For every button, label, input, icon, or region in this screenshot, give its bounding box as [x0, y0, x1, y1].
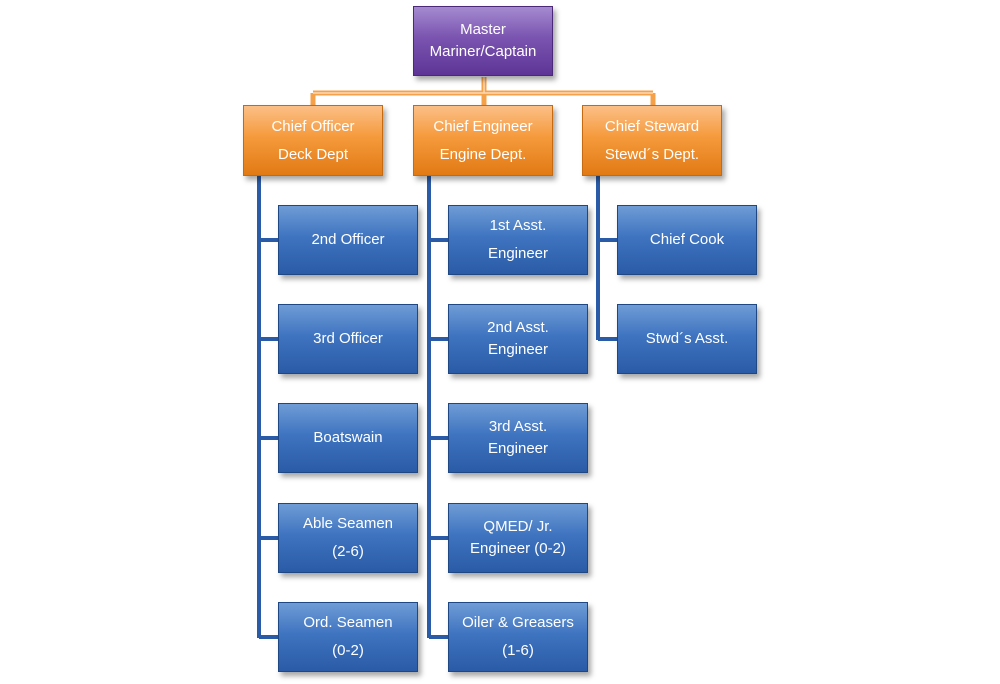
node-label-line1: Chief Steward [604, 117, 700, 135]
node-label-line2: Engineer [487, 341, 549, 358]
node-label-line1: Ord. Seamen [303, 614, 393, 631]
node-master-mariner: Master Mariner/Captain [413, 6, 553, 76]
node-label-line1: 3rd Asst. [488, 418, 548, 435]
node-label-line1: Chief Officer [271, 117, 355, 135]
node-2nd-officer: 2nd Officer [278, 205, 418, 275]
node-ord-seamen: Ord. Seamen (0-2) [278, 602, 418, 672]
node-label-line2: Engineer [487, 440, 549, 457]
node-label-line2: Stewd´s Dept. [604, 145, 700, 163]
node-able-seamen: Able Seamen (2-6) [278, 503, 418, 573]
node-label-line1: 2nd Officer [311, 231, 385, 248]
node-label-line2: (0-2) [332, 642, 364, 659]
node-3rd-officer: 3rd Officer [278, 304, 418, 374]
node-chief-cook: Chief Cook [617, 205, 757, 275]
node-chief-steward: Chief Steward Stewd´s Dept. [582, 105, 722, 176]
node-3rd-asst-engineer: 3rd Asst. Engineer [448, 403, 588, 473]
node-label-line1: Boatswain [313, 429, 383, 446]
node-label-line1: 3rd Officer [313, 330, 383, 347]
node-label-line1: 2nd Asst. [487, 319, 549, 336]
top-connectors [310, 77, 656, 105]
node-label-line2: Engineer [487, 245, 549, 262]
node-1st-asst-engineer: 1st Asst. Engineer [448, 205, 588, 275]
node-label-line1: QMED/ Jr. [483, 518, 553, 535]
node-label-line2: Engineer (0-2) [470, 540, 566, 557]
node-stwds-asst: Stwd´s Asst. [617, 304, 757, 374]
steward-branch [596, 176, 618, 341]
node-2nd-asst-engineer: 2nd Asst. Engineer [448, 304, 588, 374]
engine-branch [427, 176, 449, 639]
node-label-line1: Chief Engineer [433, 117, 533, 135]
node-label-line2: Mariner/Captain [429, 43, 537, 60]
node-oiler-greasers: Oiler & Greasers (1-6) [448, 602, 588, 672]
node-label-line1: Able Seamen [302, 515, 394, 532]
node-label-line2: (1-6) [502, 642, 534, 659]
node-label-line1: Chief Cook [649, 231, 725, 248]
node-label-line2: Engine Dept. [439, 145, 527, 163]
node-label-line2: Deck Dept [277, 145, 349, 163]
node-label-line1: 1st Asst. [489, 217, 547, 234]
deck-branch [257, 176, 279, 639]
node-label-line2: (2-6) [332, 543, 364, 560]
node-qmed-jr-engineer: QMED/ Jr. Engineer (0-2) [448, 503, 588, 573]
node-chief-officer: Chief Officer Deck Dept [243, 105, 383, 176]
node-boatswain: Boatswain [278, 403, 418, 473]
node-label-line1: Master [460, 21, 506, 38]
node-chief-engineer: Chief Engineer Engine Dept. [413, 105, 553, 176]
node-label-line1: Stwd´s Asst. [645, 330, 729, 347]
node-label-line1: Oiler & Greasers [462, 614, 574, 631]
